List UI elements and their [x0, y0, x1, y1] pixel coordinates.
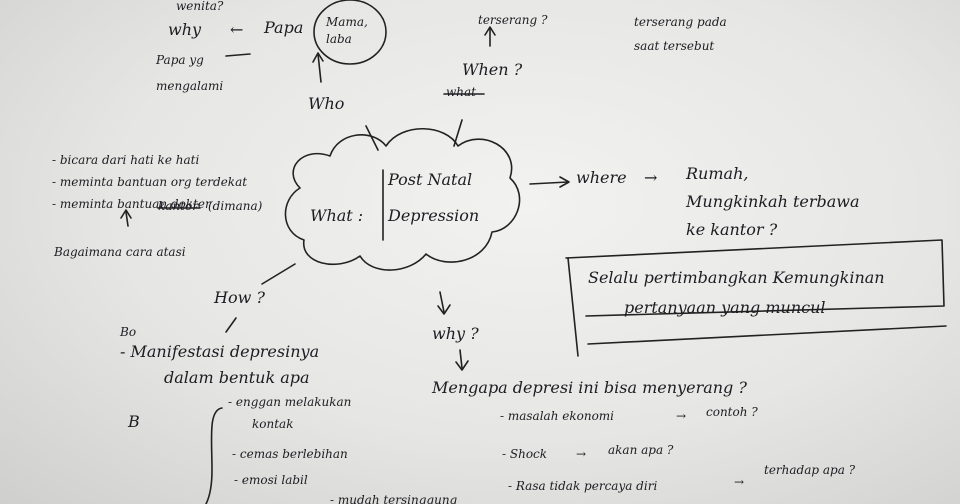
- where-answer-3: ke kantor ?: [686, 220, 778, 239]
- why-reason-2-arrow: →: [576, 447, 587, 461]
- how-mark-bo: Bo: [120, 325, 137, 339]
- where-answer-1: Rumah,: [686, 164, 749, 183]
- symptom-1b: kontak: [252, 417, 294, 431]
- central-cloud: [284, 127, 521, 271]
- why-label: why ?: [432, 324, 479, 343]
- who-papa: Papa: [264, 18, 304, 37]
- why-reason-3b: terhadap apa ?: [764, 463, 856, 477]
- who-why: why: [168, 20, 202, 39]
- why-reason-3: - Rasa tidak percaya diri: [508, 479, 658, 493]
- how-mark-b: B: [128, 412, 140, 431]
- center-what-label: What :: [310, 206, 364, 225]
- symptom-cut: - mudah tersinggung: [330, 493, 458, 504]
- why-reason-1b: contoh ?: [706, 405, 758, 419]
- why-reason-2b: akan apa ?: [608, 443, 674, 457]
- how-question: Bagaimana cara atasi: [54, 245, 186, 259]
- symptom-2: - cemas berlebihan: [232, 447, 348, 461]
- who-left-arrow: ←: [230, 20, 244, 39]
- why-question: Mengapa depresi ini bisa menyerang ?: [432, 378, 747, 397]
- when-note-2: saat tersebut: [634, 39, 715, 53]
- note-box: [565, 239, 945, 317]
- why-reason-1-arrow: →: [676, 409, 687, 423]
- why-reason-3-arrow: →: [734, 475, 745, 489]
- who-note-2: mengalami: [156, 79, 224, 93]
- center-title-line1: Post Natal: [388, 170, 473, 189]
- who-note-1: Papa yg: [156, 53, 204, 67]
- why-reason-1: - masalah ekonomi: [500, 409, 615, 423]
- when-note-1: terserang pada: [634, 15, 727, 29]
- how-manifest-1: - Manifestasi depresinya: [120, 342, 320, 361]
- center-title-line2: Depression: [388, 206, 480, 225]
- how-item-3: - meminta bantuan dokter: [52, 197, 211, 211]
- how-paren: (dimana): [208, 199, 263, 213]
- who-top-note: wenita?: [176, 0, 224, 13]
- symptom-bracket: [205, 407, 223, 504]
- when-label: When ?: [462, 60, 523, 79]
- where-arrow: →: [644, 168, 658, 187]
- how-item-2: - meminta bantuan org terdekat: [52, 175, 248, 189]
- where-answer-2: Mungkinkah terbawa: [686, 192, 860, 211]
- where-label: where: [576, 168, 627, 187]
- why-reason-2: - Shock: [502, 447, 548, 461]
- how-item-1: - bicara dari hati ke hati: [52, 153, 200, 167]
- who-circle-text: Mama, laba: [326, 15, 368, 46]
- who-circle: [313, 0, 387, 65]
- note-line-1: Selalu pertimbangkan Kemungkinan: [588, 268, 885, 287]
- symptom-3: - emosi labil: [234, 473, 308, 487]
- how-label: How ?: [214, 288, 265, 307]
- when-struck-word: what: [446, 85, 476, 99]
- note-line-2: pertanyaan yang muncul: [624, 298, 826, 317]
- who-label: Who: [308, 94, 345, 113]
- how-manifest-2: dalam bentuk apa: [164, 368, 310, 387]
- when-question: terserang ?: [478, 13, 548, 27]
- how-struck-word: kantor: [158, 199, 198, 213]
- symptom-1: - enggan melakukan: [228, 395, 352, 409]
